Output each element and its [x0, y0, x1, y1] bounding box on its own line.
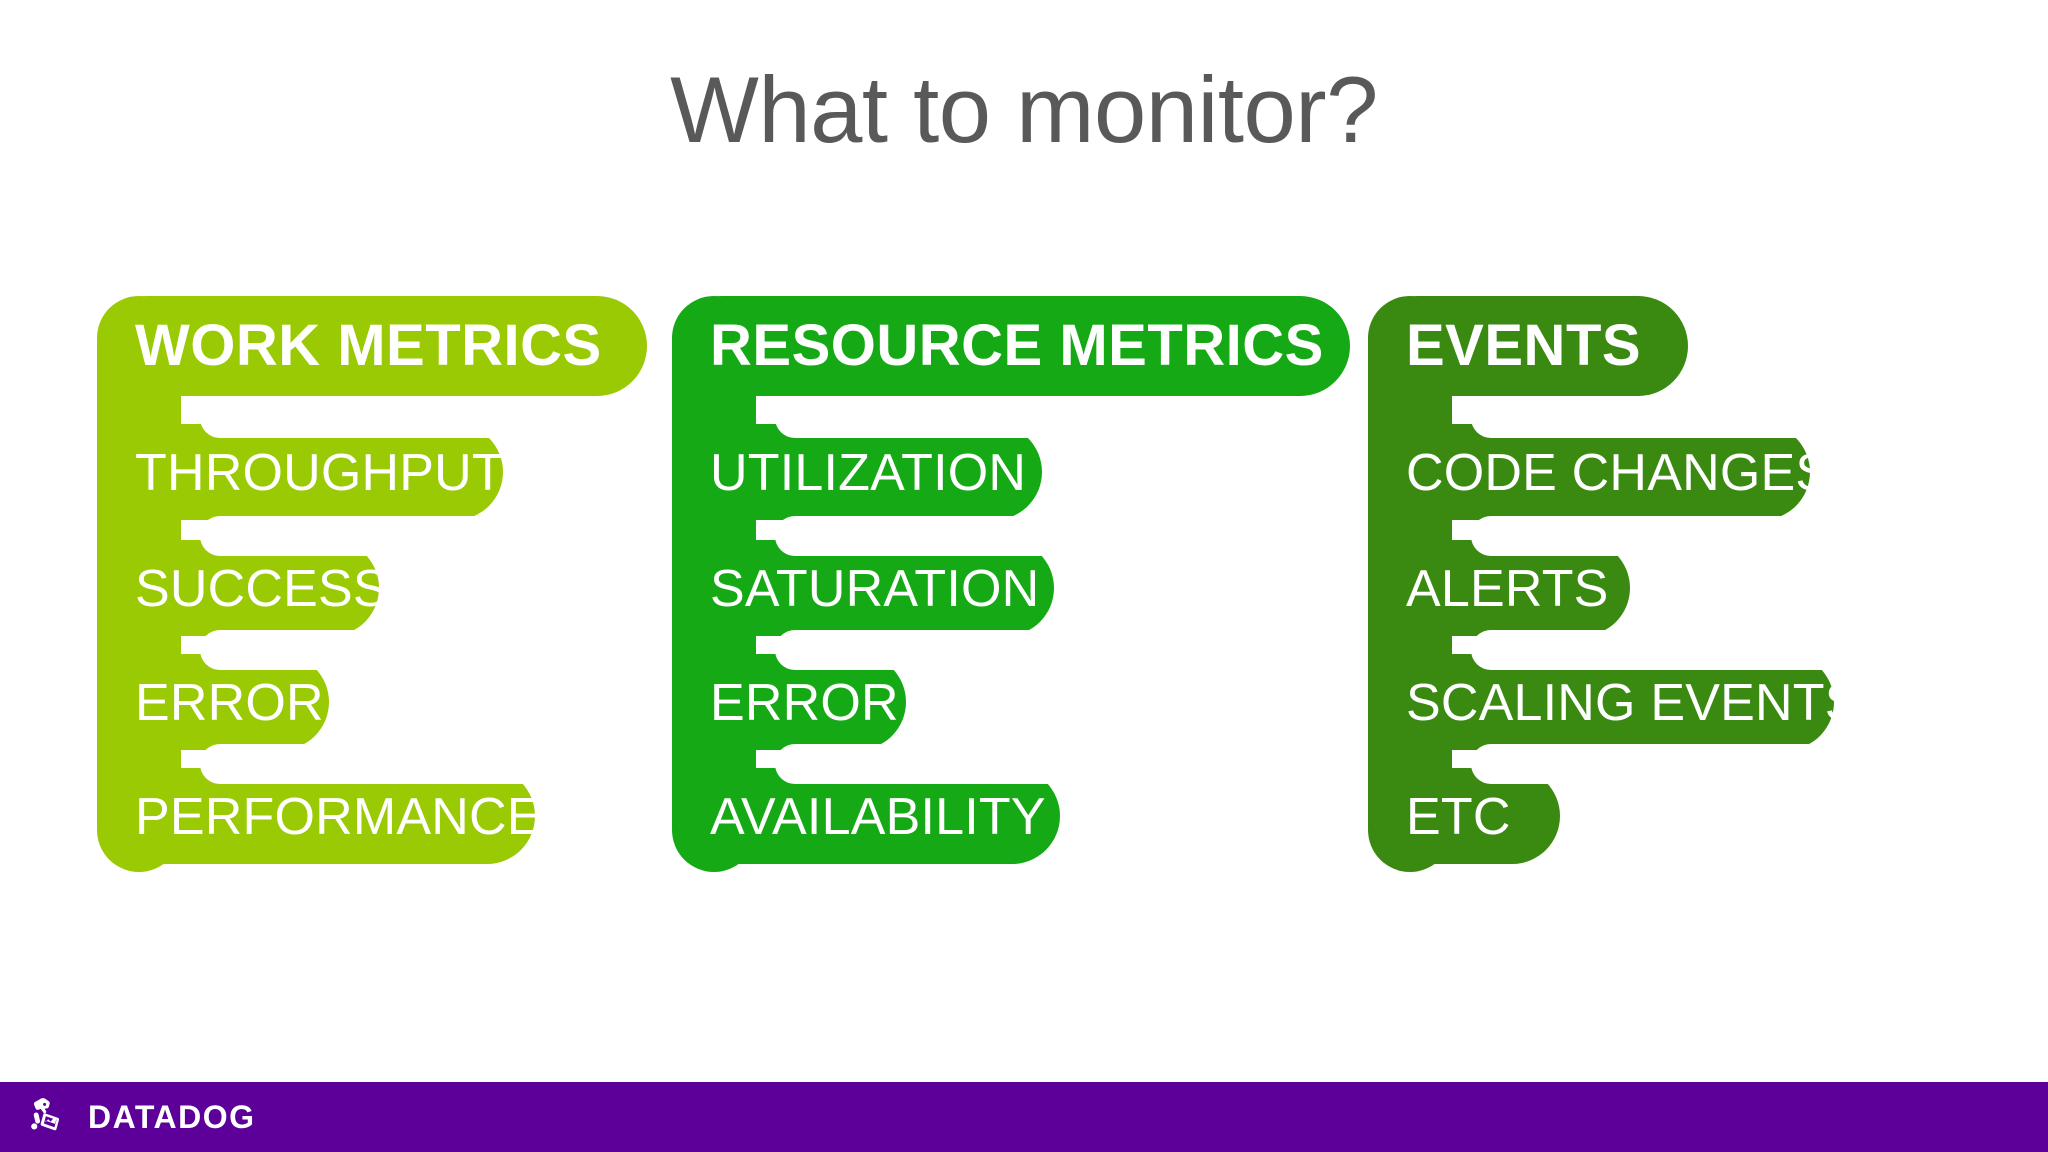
- notch: [1471, 744, 2031, 784]
- item-pill-code-changes[interactable]: [1368, 424, 1810, 520]
- notch: [200, 398, 760, 438]
- notch: [1471, 630, 2031, 670]
- item-pill-success[interactable]: [97, 540, 379, 636]
- notch: [1471, 398, 2031, 438]
- item-pill-utilization[interactable]: [672, 424, 1042, 520]
- item-pill-saturation[interactable]: [672, 540, 1054, 636]
- datadog-wordmark: DATADOG: [88, 1099, 256, 1135]
- footer-bar: DATADOG: [0, 1082, 2048, 1152]
- notch: [775, 630, 1335, 670]
- header-pill[interactable]: [97, 296, 647, 396]
- datadog-dog-icon: [31, 1098, 60, 1131]
- notch: [200, 744, 760, 784]
- column-events[interactable]: [1368, 296, 2031, 872]
- item-pill-error[interactable]: [97, 654, 329, 750]
- item-pill-availability[interactable]: [672, 768, 1060, 864]
- column-resource-metrics[interactable]: [672, 296, 1350, 872]
- notch: [775, 516, 1335, 556]
- item-pill-error[interactable]: [672, 654, 906, 750]
- item-pill-alerts[interactable]: [1368, 540, 1630, 636]
- datadog-logo: DATADOG: [26, 1093, 256, 1141]
- item-pill-scaling-events[interactable]: [1368, 654, 1834, 750]
- header-pill[interactable]: [672, 296, 1350, 396]
- notch: [775, 398, 1335, 438]
- item-pill-performance[interactable]: [97, 768, 535, 864]
- header-pill[interactable]: [1368, 296, 1688, 396]
- notch: [1471, 516, 2031, 556]
- notch: [200, 630, 760, 670]
- notch: [775, 744, 1335, 784]
- item-pill-etc[interactable]: [1368, 768, 1560, 864]
- notch: [200, 516, 760, 556]
- item-pill-throughput[interactable]: [97, 424, 503, 520]
- page-title: What to monitor?: [670, 57, 1378, 162]
- column-work-metrics[interactable]: [97, 296, 760, 872]
